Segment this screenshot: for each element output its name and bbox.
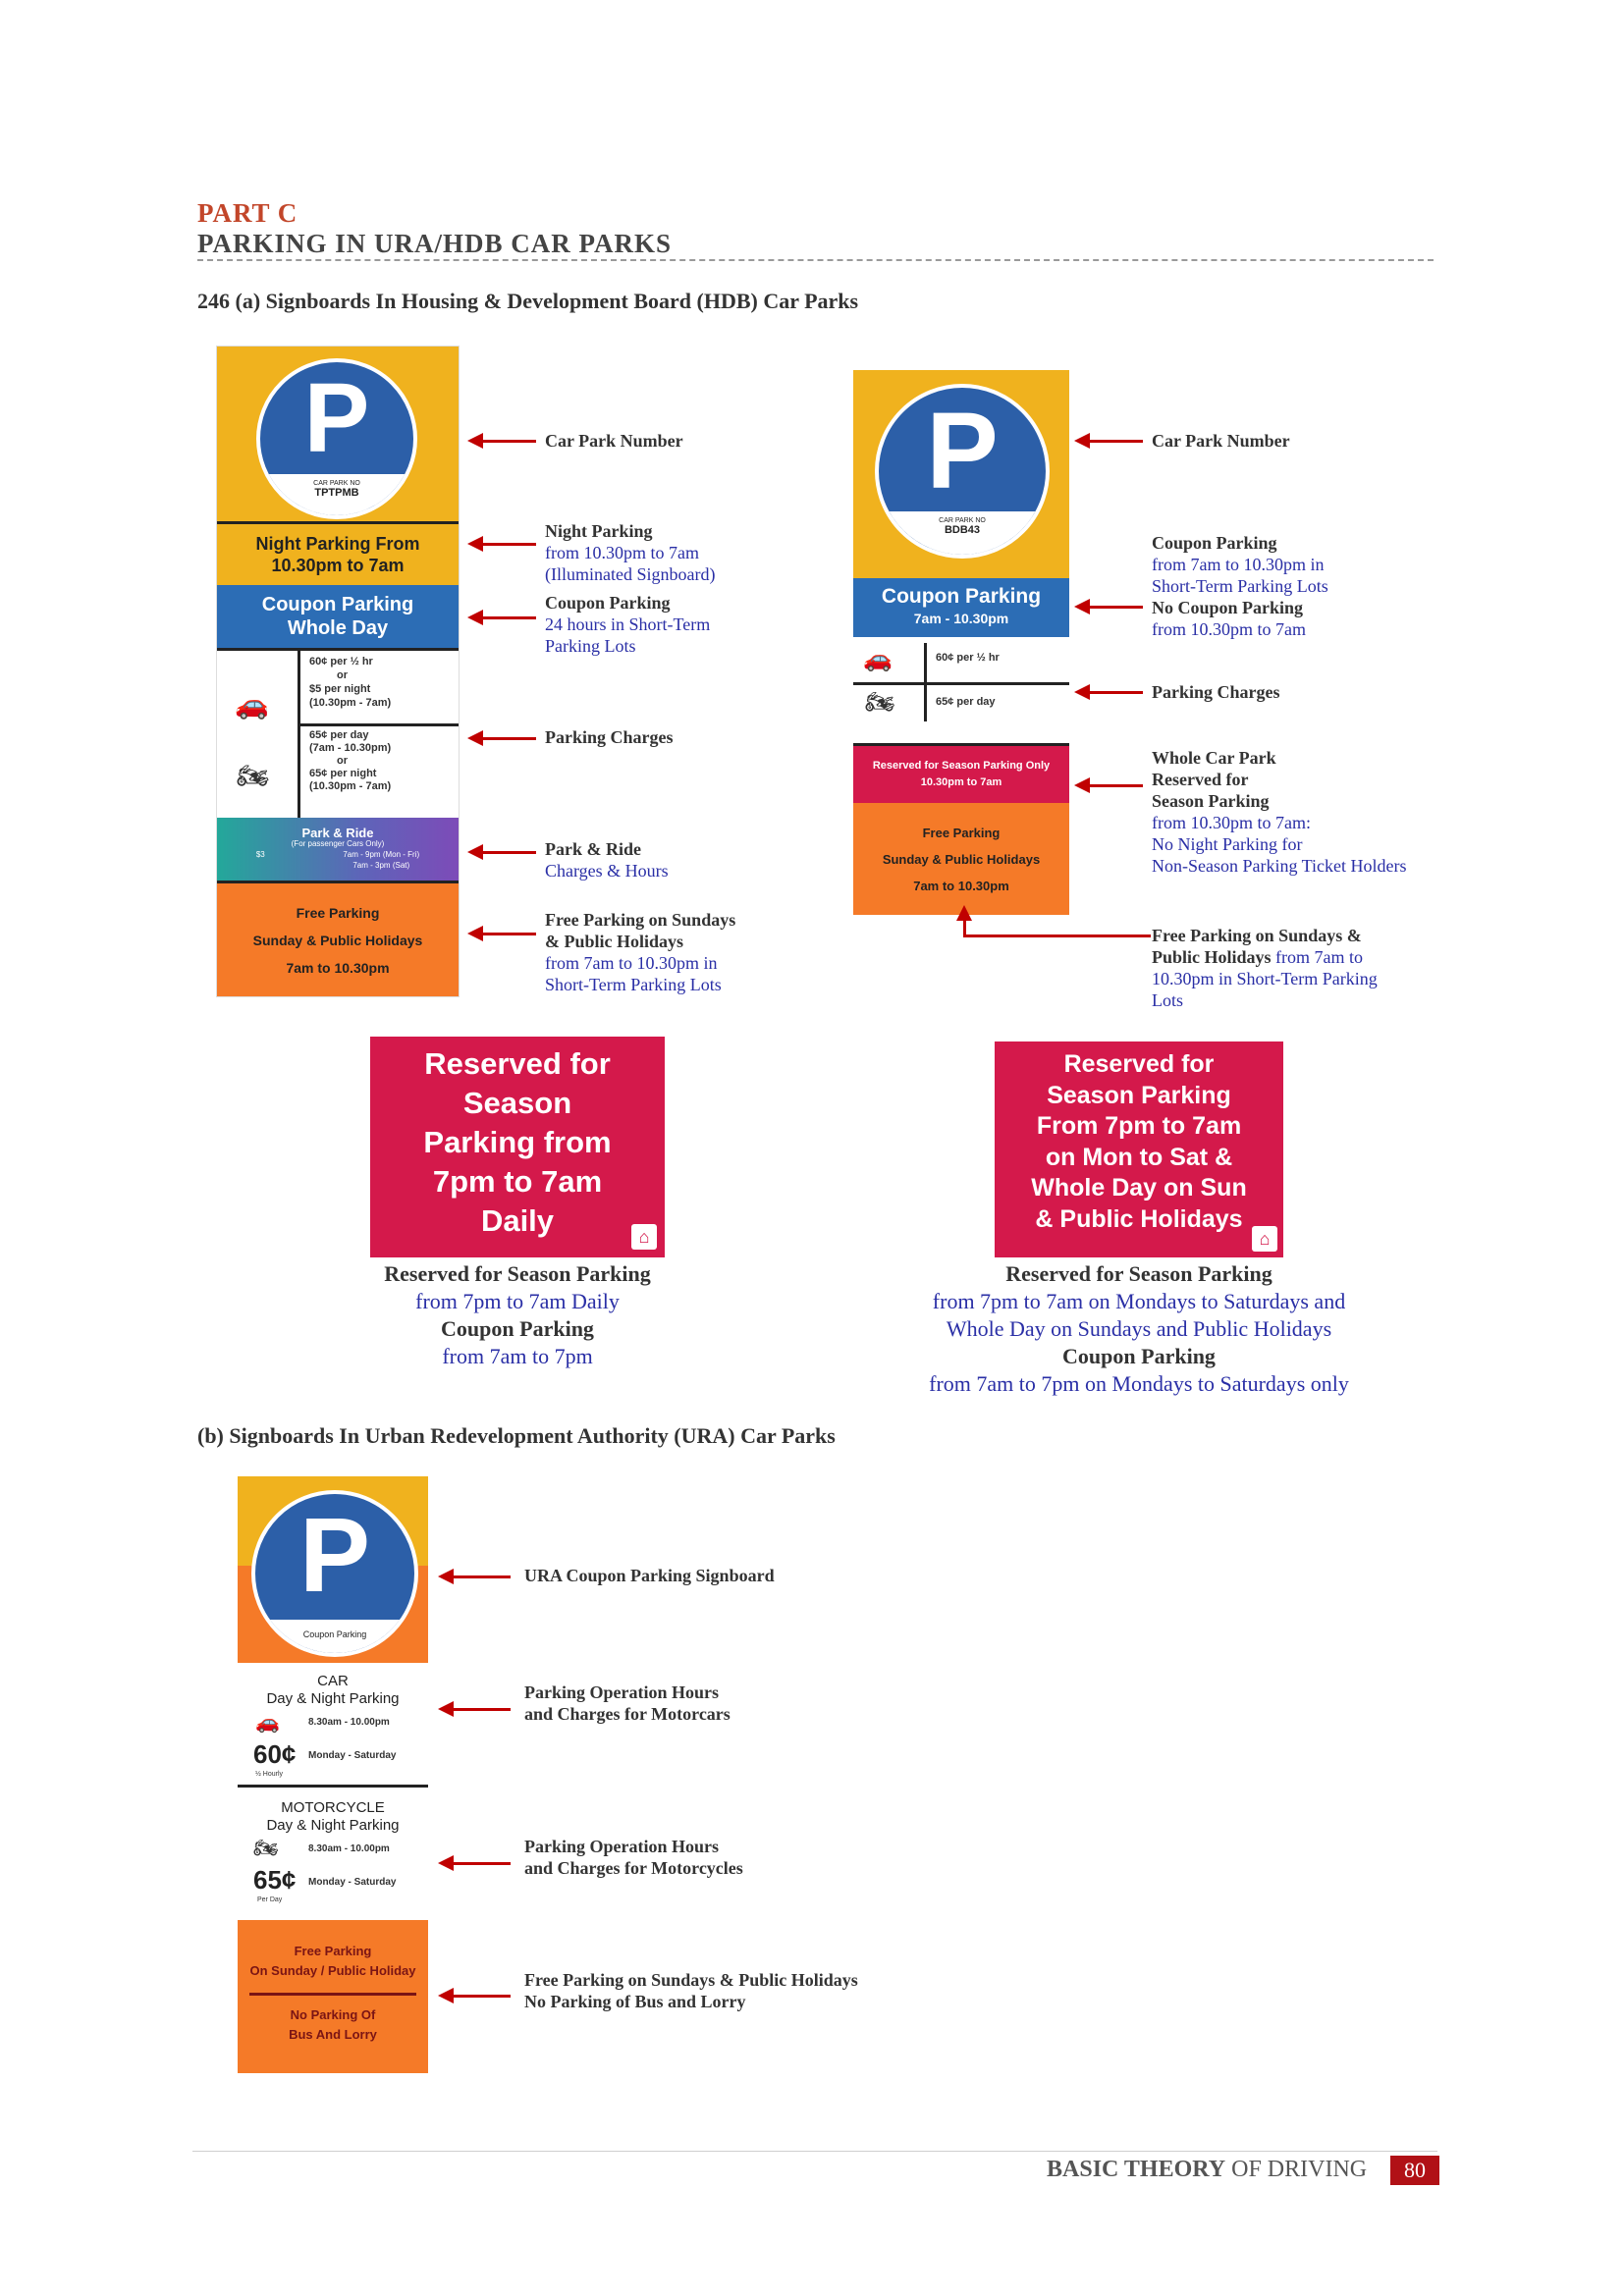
- ann3-free: Free Parking on Sundays & Public Holiday…: [524, 1970, 858, 2011]
- carpark-no-value: BDB43: [944, 524, 981, 536]
- carpark-no-label: CAR PARK NO: [313, 480, 360, 487]
- arrow: [1074, 433, 1143, 449]
- carpark-no-value: TPTPMB: [314, 487, 359, 499]
- sign2-moto-rate: 65¢ per day: [936, 696, 996, 708]
- ura-car-price: 60¢: [253, 1739, 297, 1769]
- p-icon: P CAR PARK NO BDB43: [875, 384, 1050, 559]
- ann1-carpark: Car Park Number: [545, 431, 683, 451]
- arrow: [438, 1569, 511, 1584]
- ura-moto-hours: 8.30am - 10.00pm: [308, 1843, 390, 1854]
- carpark-no-label: CAR PARK NO: [939, 517, 986, 524]
- ann3-signboard: URA Coupon Parking Signboard: [524, 1566, 775, 1585]
- ura-car-unit: ½ Hourly: [255, 1771, 284, 1778]
- p-icon: P Coupon Parking: [251, 1490, 418, 1657]
- arrow: [956, 905, 972, 937]
- ura-moto-days: Monday - Saturday: [308, 1877, 397, 1888]
- ura-car-hours: 8.30am - 10.00pm: [308, 1717, 390, 1728]
- ann2-carpark: Car Park Number: [1152, 431, 1290, 451]
- arrow: [467, 730, 536, 746]
- car-icon: 🚗: [235, 689, 269, 720]
- car-icon: 🚗: [863, 646, 893, 672]
- house-icon: ⌂: [1252, 1226, 1277, 1252]
- arrow: [467, 433, 536, 449]
- sign2-top: P CAR PARK NO BDB43: [853, 370, 1069, 578]
- ura-top: P Coupon Parking: [238, 1476, 428, 1663]
- motorcycle-icon: 🏍: [865, 689, 895, 716]
- footer-divider: [192, 2151, 1437, 2152]
- arrow: [1074, 777, 1143, 793]
- arrow: [963, 934, 1151, 937]
- arrow: [467, 926, 536, 941]
- section-b-heading: (b) Signboards In Urban Redevelopment Au…: [197, 1423, 836, 1448]
- motorcycle-icon: 🏍: [253, 1838, 279, 1859]
- car-icon: 🚗: [255, 1712, 280, 1734]
- motorcycle-icon: 🏍: [237, 761, 270, 790]
- ann2-free: Free Parking on Sundays & Public Holiday…: [1152, 926, 1378, 1010]
- arrow: [467, 536, 536, 552]
- part-label: PART C: [197, 198, 298, 228]
- section-a-heading: 246 (a) Signboards In Housing & Developm…: [197, 289, 859, 313]
- sign1-top: P CAR PARK NO TPTPMB: [217, 347, 459, 521]
- p-icon: P CAR PARK NO TPTPMB: [256, 358, 417, 519]
- ura-car-days: Monday - Saturday: [308, 1750, 397, 1761]
- arrow: [438, 1855, 511, 1871]
- title-divider: [197, 259, 1434, 261]
- arrow: [438, 1988, 511, 2003]
- page-number: 80: [1390, 2156, 1439, 2185]
- ann1-charges: Parking Charges: [545, 727, 674, 747]
- sign1-park-ride: Park & Ride (For passenger Cars Only) $3…: [217, 818, 459, 881]
- section-title: PARKING IN URA/HDB CAR PARKS: [197, 229, 673, 258]
- arrow: [467, 610, 536, 625]
- house-icon: ⌂: [631, 1224, 657, 1250]
- ann2-charges: Parking Charges: [1152, 682, 1280, 702]
- arrow: [467, 844, 536, 860]
- sign2-car-rate: 60¢ per ½ hr: [936, 652, 1000, 664]
- sign1-moto-rates: 65¢ per day(7am - 10.30pm) or 65¢ per ni…: [309, 729, 392, 792]
- coupon-parking-label: Coupon Parking: [302, 1629, 367, 1639]
- footer-title: BASIC THEORY OF DRIVING: [1047, 2157, 1368, 2182]
- arrow: [1074, 684, 1143, 700]
- arrow: [438, 1701, 511, 1717]
- ann1-free: Free Parking on Sundays& Public Holidays…: [545, 910, 736, 994]
- ura-moto-unit: Per Day: [257, 1896, 283, 1903]
- ura-moto-price: 65¢: [253, 1865, 297, 1895]
- arrow: [1074, 599, 1143, 614]
